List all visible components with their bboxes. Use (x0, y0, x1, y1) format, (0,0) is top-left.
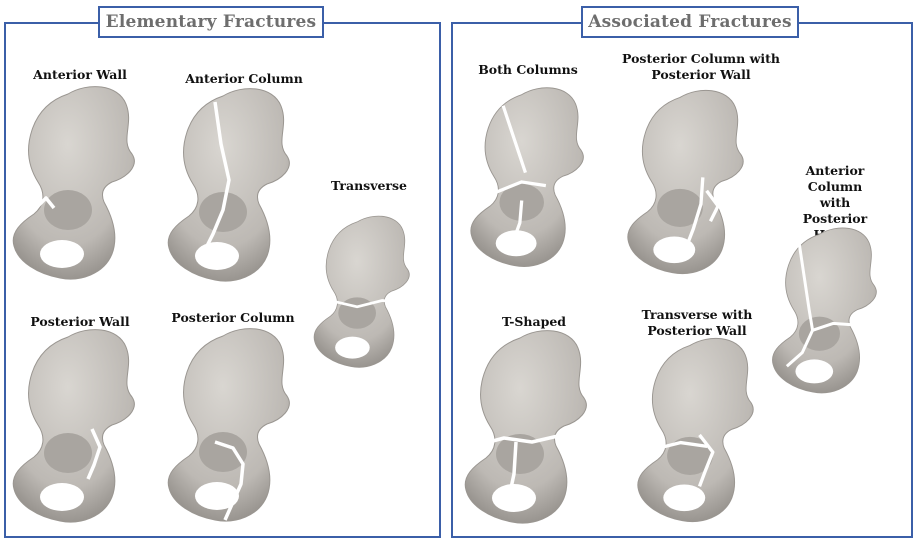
obturator-foramen (40, 483, 84, 511)
hip-bone-both-columns (466, 76, 596, 286)
hip-bone-anterior-column (163, 84, 303, 294)
hip-bone-t-shaped (460, 326, 600, 536)
obturator-foramen (335, 337, 370, 359)
acetabulum (44, 433, 92, 473)
label-posterior-column-posterior-wall: Posterior Column with Posterior Wall (622, 51, 780, 83)
hip-bone-transverse-posterior-wall (632, 334, 767, 534)
associated-fractures-title: Associated Fractures (581, 6, 799, 38)
obturator-foramen (195, 242, 239, 270)
hip-bone-anterior-column-posterior-hemi-transverse (768, 214, 888, 414)
obturator-foramen (795, 359, 833, 383)
obturator-foramen (40, 240, 84, 268)
hip-bone-posterior-column-posterior-wall (622, 86, 757, 286)
acetabulum (44, 190, 92, 230)
hip-bone-posterior-wall (8, 325, 148, 535)
hip-bone-anterior-wall (8, 82, 148, 292)
label-anterior-wall: Anterior Wall (33, 67, 127, 83)
obturator-foramen (663, 484, 705, 511)
acetabulum (199, 432, 247, 472)
hip-bone-posterior-column (163, 324, 303, 534)
hip-bone-transverse (310, 190, 420, 400)
obturator-foramen (492, 484, 536, 512)
elementary-fractures-title: Elementary Fractures (98, 6, 324, 38)
